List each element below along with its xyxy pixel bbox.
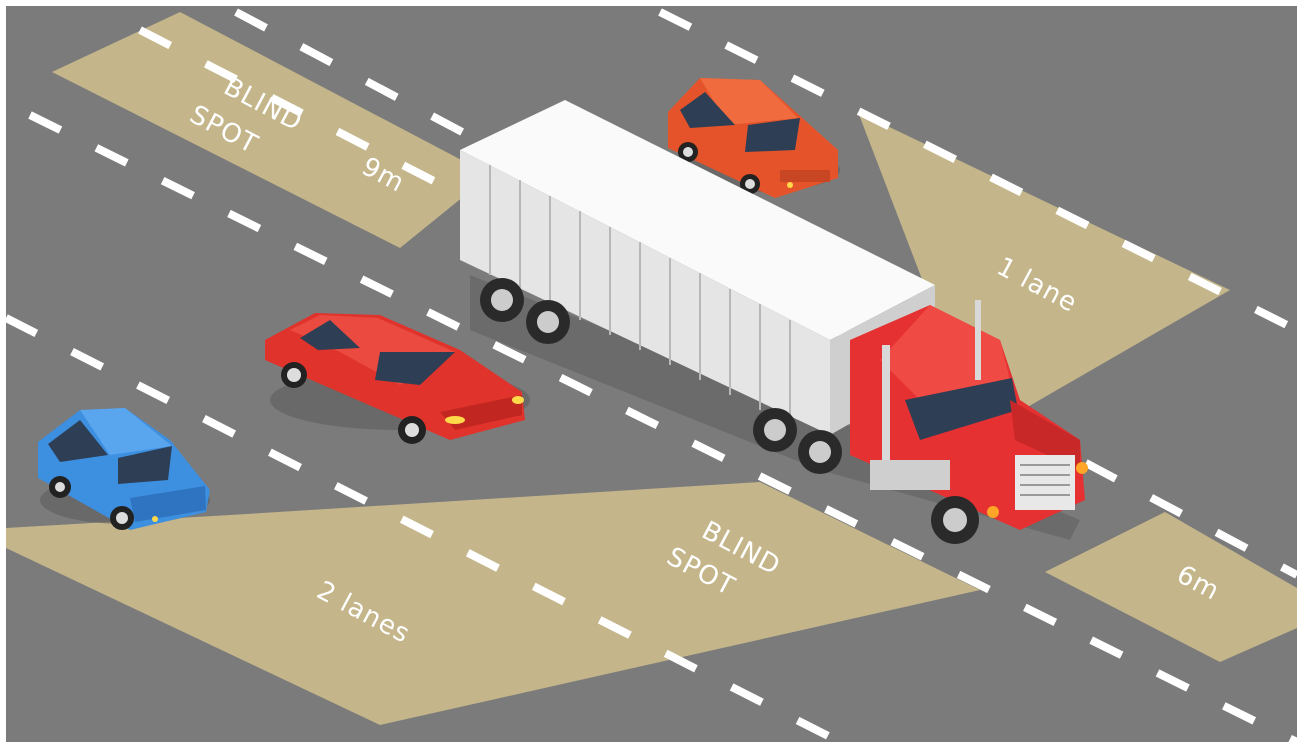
blind-spot-illustration: BLIND SPOT 9m 1 lane BLIND SPOT 2 lanes …: [0, 0, 1303, 748]
road-scene: BLIND SPOT 9m 1 lane BLIND SPOT 2 lanes …: [0, 0, 1303, 748]
